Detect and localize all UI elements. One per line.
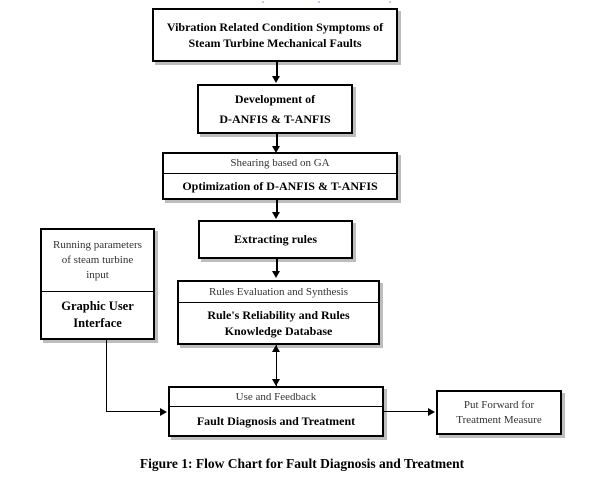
node-symptoms-line1: Vibration Related Condition Symptoms of [166,19,384,34]
node-running-parameters: Running parameters of steam turbine inpu… [42,230,153,292]
node-fault-diagnosis[interactable]: Use and Feedback Fault Diagnosis and Tre… [168,386,384,437]
arrow-optimization-to-extracting-icon [272,212,280,219]
arrow-fault-diagnosis-to-treatment-icon [428,408,435,416]
node-rules-db-line1: Rule's Reliability and Rules [207,307,350,322]
arrow-gui-to-fault-diagnosis-icon [160,408,167,416]
scan-artifact [262,1,264,3]
node-extracting-rules-body: Extracting rules [234,232,317,247]
node-rules-db-body: Rule's Reliability and Rules Knowledge D… [179,303,378,343]
arrow-rules-db-up-icon [272,345,280,352]
node-rules-knowledge-database[interactable]: Rules Evaluation and Synthesis Rule's Re… [177,280,380,345]
node-optimization-body: Optimization of D-ANFIS & T-ANFIS [182,178,378,193]
node-extracting-rules[interactable]: Extracting rules [198,220,353,259]
node-graphic-user-interface: Graphic User Interface [42,292,153,338]
node-symptoms-text: Vibration Related Condition Symptoms of … [154,10,396,60]
node-rules-db-header: Rules Evaluation and Synthesis [179,282,378,303]
node-symptoms[interactable]: Vibration Related Condition Symptoms of … [152,8,398,62]
node-gui-line1: Graphic User [61,299,134,314]
connector-gui-vertical [106,340,107,412]
node-development[interactable]: Development of D-ANFIS & T-ANFIS [197,84,353,134]
node-running-parameters-gui[interactable]: Running parameters of steam turbine inpu… [40,228,155,340]
node-treatment-measure-line1: Put Forward for [463,398,535,411]
connector-symptoms-to-development [276,62,278,79]
node-development-line1: Development of [234,92,316,107]
connector-optimization-to-extracting [276,200,278,214]
arrow-rules-db-down-icon [272,379,280,386]
connector-fault-diagnosis-to-treatment [384,411,430,412]
connector-rules-db-to-fault-diagnosis [276,345,277,386]
node-gui-line2: Interface [73,316,122,330]
scan-artifact [389,1,391,3]
node-optimization-header: Shearing based on GA [164,154,396,174]
node-optimization[interactable]: Shearing based on GA Optimization of D-A… [162,152,398,200]
node-fault-diagnosis-body: Fault Diagnosis and Treatment [196,413,356,428]
connector-gui-horizontal [106,411,162,412]
node-treatment-measure-line2: Treatment Measure [456,413,542,426]
node-fault-diagnosis-header: Use and Feedback [170,388,382,407]
node-rules-db-line2: Knowledge Database [224,324,333,338]
node-development-line2: D-ANFIS & T-ANFIS [219,111,331,126]
connector-extracting-to-rules-db [276,259,278,273]
arrow-symptoms-to-development-icon [272,76,280,83]
arrow-extracting-to-rules-db-icon [272,271,280,278]
node-symptoms-line2: Steam Turbine Mechanical Faults [188,36,362,50]
node-running-parameters-line2: of steam turbine [61,254,134,267]
node-running-parameters-line1: Running parameters [53,239,142,252]
scan-artifact [318,1,320,3]
node-running-parameters-line3: input [86,268,109,281]
node-treatment-measure[interactable]: Put Forward for Treatment Measure [436,390,562,435]
node-development-text: Development of D-ANFIS & T-ANFIS [199,86,351,132]
node-treatment-measure-text: Put Forward for Treatment Measure [438,392,560,433]
arrow-development-to-optimization-icon [272,146,280,153]
connector-development-to-optimization [276,134,278,148]
figure-caption: Figure 1: Flow Chart for Fault Diagnosis… [139,456,465,471]
